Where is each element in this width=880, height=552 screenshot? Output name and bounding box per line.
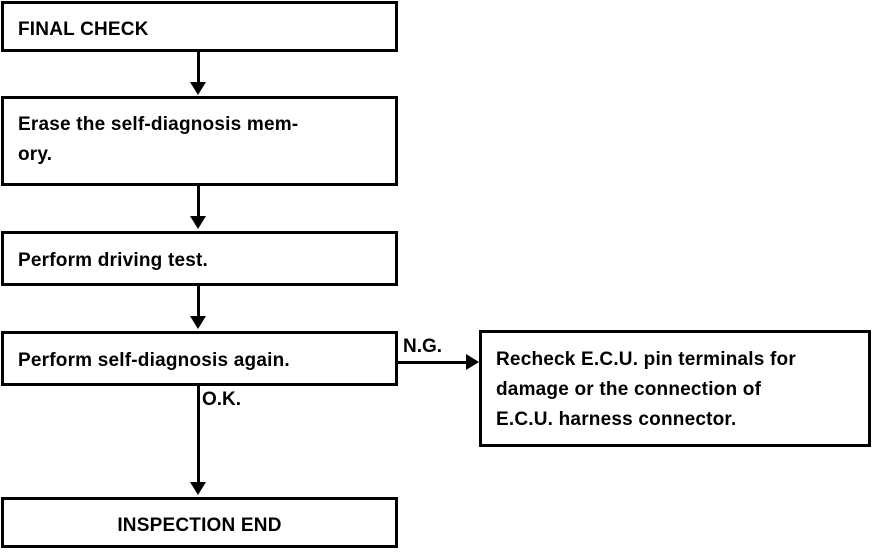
node-erase-memory[interactable]: Erase the self-diagnosis mem- ory. — [1, 96, 398, 186]
node-recheck-ecu[interactable]: Recheck E.C.U. pin terminals for damage … — [479, 330, 871, 447]
connector-erase-to-driving-test — [197, 186, 200, 218]
connector-ok-branch — [197, 386, 200, 484]
connector-driving-test-to-self-diagnosis — [197, 286, 200, 318]
node-self-diagnosis-again-label: Perform self-diagnosis again. — [18, 350, 290, 371]
node-final-check-label: FINAL CHECK — [18, 19, 149, 40]
edge-label-ok: O.K. — [202, 389, 242, 410]
arrowhead-ng-branch — [466, 354, 479, 370]
arrowhead-erase-to-driving-test — [190, 216, 206, 229]
arrowhead-final-check-to-erase — [190, 82, 206, 95]
edge-label-ng: N.G. — [403, 336, 443, 357]
connector-ng-branch — [398, 361, 470, 364]
node-inspection-end[interactable]: INSPECTION END — [1, 497, 398, 548]
node-driving-test[interactable]: Perform driving test. — [1, 231, 398, 286]
node-erase-memory-label: Erase the self-diagnosis mem- ory. — [18, 114, 299, 165]
node-inspection-end-label: INSPECTION END — [117, 515, 282, 536]
node-final-check[interactable]: FINAL CHECK — [1, 1, 398, 52]
arrowhead-ok-branch — [190, 482, 206, 495]
connector-final-check-to-erase — [197, 52, 200, 84]
node-self-diagnosis-again[interactable]: Perform self-diagnosis again. — [1, 331, 398, 386]
node-recheck-ecu-label: Recheck E.C.U. pin terminals for damage … — [496, 349, 796, 430]
arrowhead-driving-test-to-self-diagnosis — [190, 316, 206, 329]
node-driving-test-label: Perform driving test. — [18, 250, 209, 271]
